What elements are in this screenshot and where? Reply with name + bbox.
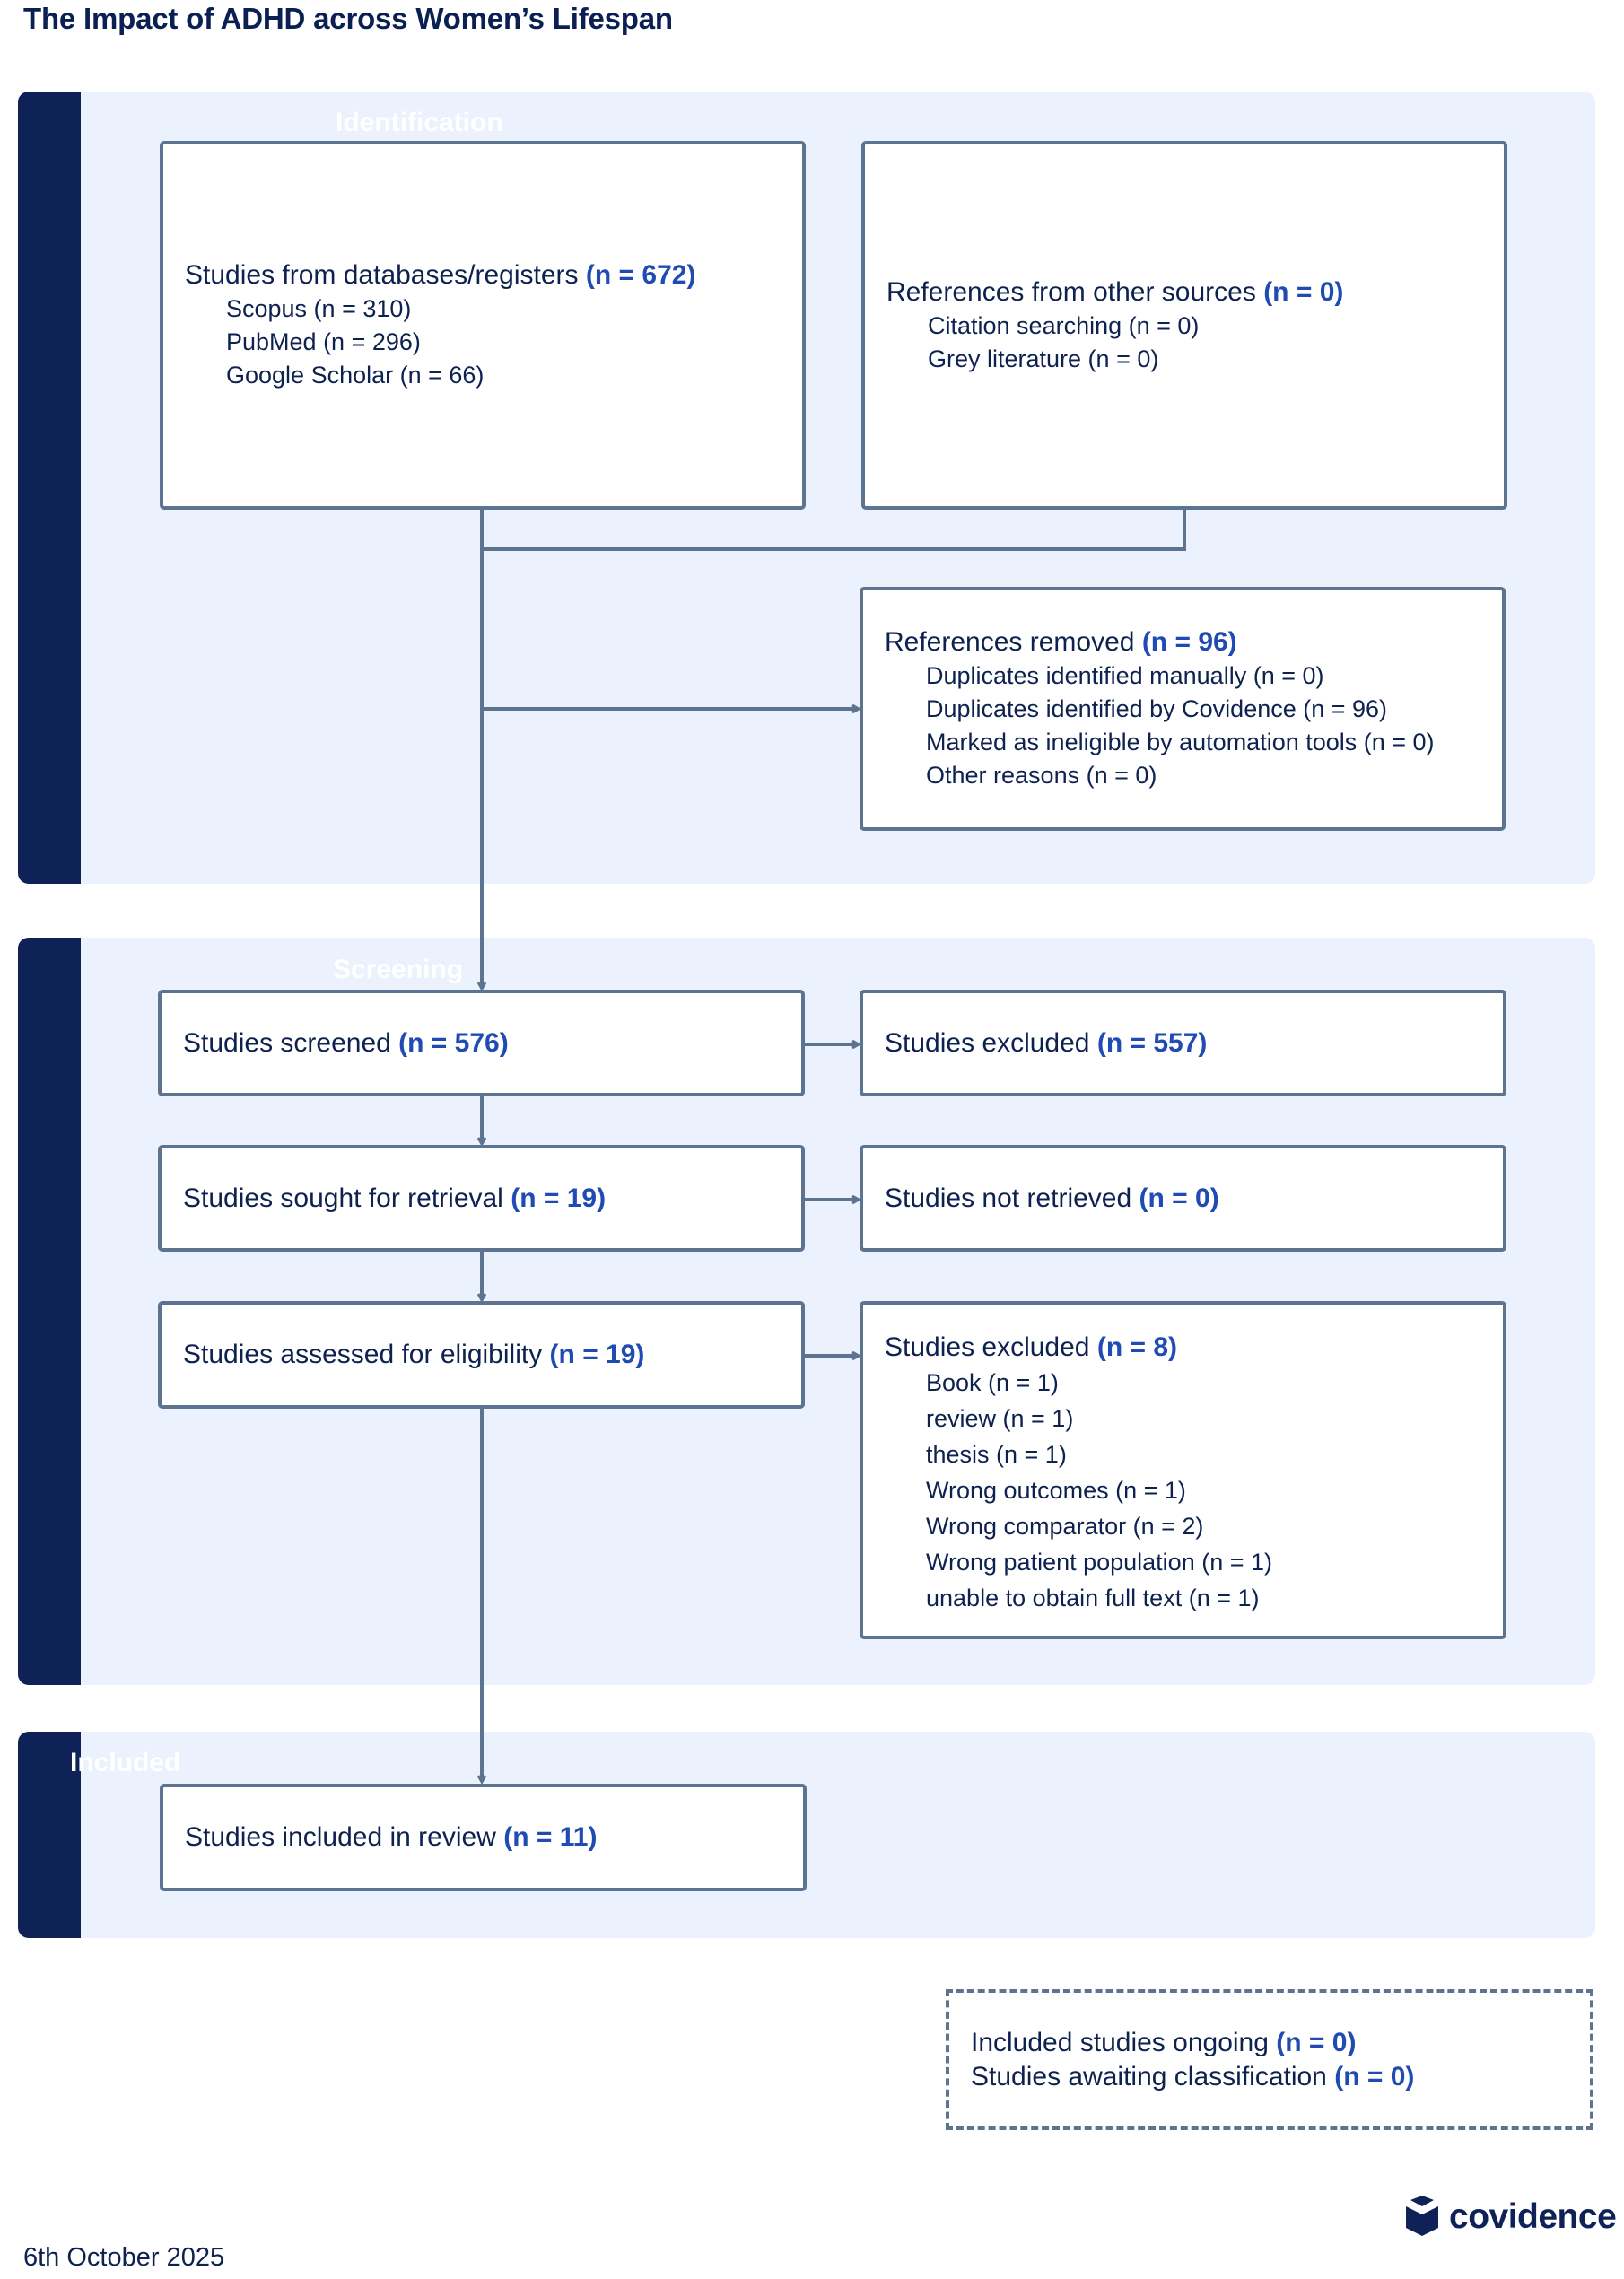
removed-heading: References removed (n = 96) bbox=[885, 625, 1502, 659]
identification-section-bar bbox=[18, 92, 81, 884]
studies-not-retrieved-box: Studies not retrieved (n = 0) bbox=[860, 1145, 1506, 1252]
other-sources-count: (n = 0) bbox=[1263, 276, 1344, 307]
excluded-screen-count: (n = 557) bbox=[1096, 1027, 1208, 1058]
references-removed-box: References removed (n = 96) Duplicates i… bbox=[860, 587, 1506, 831]
assessed-label: Studies assessed for eligibility bbox=[183, 1340, 543, 1369]
included-heading: Studies included in review (n = 11) bbox=[185, 1821, 803, 1855]
page-title: The Impact of ADHD across Women’s Lifesp… bbox=[23, 2, 673, 35]
studies-screened-box: Studies screened (n = 576) bbox=[158, 990, 805, 1096]
ongoing-label: Included studies ongoing bbox=[971, 2027, 1269, 2057]
other-sources-item-grey: Grey literature (n = 0) bbox=[928, 345, 1159, 372]
studies-included-box: Studies included in review (n = 11) bbox=[160, 1784, 807, 1891]
awaiting-line: Studies awaiting classification (n = 0) bbox=[971, 2060, 1590, 2094]
other-sources-heading: References from other sources (n = 0) bbox=[886, 275, 1504, 310]
merge-connector bbox=[480, 508, 1186, 551]
studies-sought-box: Studies sought for retrieval (n = 19) bbox=[158, 1145, 805, 1252]
awaiting-count: (n = 0) bbox=[1334, 2061, 1415, 2091]
identification-section-label: Identification bbox=[336, 108, 503, 137]
excluded-reason-review: review (n = 1) bbox=[926, 1405, 1074, 1432]
excluded-reason-book: Book (n = 1) bbox=[926, 1369, 1059, 1396]
covidence-logo-icon bbox=[1406, 2196, 1438, 2236]
not-retrieved-count: (n = 0) bbox=[1139, 1183, 1219, 1213]
databases-count: (n = 672) bbox=[585, 260, 696, 290]
studies-excluded-screening-box: Studies excluded (n = 557) bbox=[860, 990, 1506, 1096]
excluded-reason-no-full-text: unable to obtain full text (n = 1) bbox=[926, 1585, 1260, 1611]
removed-item-covidence: Duplicates identified by Covidence (n = … bbox=[926, 695, 1388, 722]
databases-item-pubmed: PubMed (n = 296) bbox=[226, 328, 421, 355]
excluded-full-heading: Studies excluded (n = 8) bbox=[885, 1331, 1503, 1365]
sought-label: Studies sought for retrieval bbox=[183, 1183, 503, 1213]
excluded-full-label: Studies excluded bbox=[885, 1332, 1090, 1362]
databases-heading: Studies from databases/registers (n = 67… bbox=[185, 258, 802, 293]
awaiting-label: Studies awaiting classification bbox=[971, 2061, 1327, 2091]
removed-item-manual: Duplicates identified manually (n = 0) bbox=[926, 662, 1324, 689]
covidence-logo-text: covidence bbox=[1449, 2197, 1617, 2236]
included-section-bar bbox=[18, 1732, 81, 1938]
removed-count: (n = 96) bbox=[1141, 627, 1237, 657]
screening-section-label: Screening bbox=[333, 955, 464, 984]
removed-item-other: Other reasons (n = 0) bbox=[926, 762, 1157, 789]
excluded-reason-wrong-population: Wrong patient population (n = 1) bbox=[926, 1549, 1273, 1576]
excluded-reason-wrong-comparator: Wrong comparator (n = 2) bbox=[926, 1513, 1204, 1540]
ongoing-studies-box: Included studies ongoing (n = 0) Studies… bbox=[946, 1989, 1593, 2130]
ongoing-line: Included studies ongoing (n = 0) bbox=[971, 2026, 1590, 2060]
removed-item-automation: Marked as ineligible by automation tools… bbox=[926, 729, 1435, 755]
assessed-heading: Studies assessed for eligibility (n = 19… bbox=[183, 1338, 801, 1372]
included-label: Studies included in review bbox=[185, 1822, 496, 1852]
covidence-logo: covidence bbox=[1402, 2196, 1617, 2239]
removed-label: References removed bbox=[885, 627, 1135, 657]
databases-box: Studies from databases/registers (n = 67… bbox=[160, 141, 806, 510]
databases-item-scopus: Scopus (n = 310) bbox=[226, 295, 412, 322]
databases-item-google-scholar: Google Scholar (n = 66) bbox=[226, 362, 485, 389]
other-sources-label: References from other sources bbox=[886, 276, 1256, 307]
other-sources-item-citation: Citation searching (n = 0) bbox=[928, 311, 1200, 339]
studies-excluded-fulltext-box: Studies excluded (n = 8) Book (n = 1) re… bbox=[860, 1301, 1506, 1639]
sought-count: (n = 19) bbox=[511, 1183, 607, 1213]
ongoing-count: (n = 0) bbox=[1276, 2027, 1357, 2057]
databases-label: Studies from databases/registers bbox=[185, 260, 579, 290]
sought-heading: Studies sought for retrieval (n = 19) bbox=[183, 1182, 801, 1216]
included-count: (n = 11) bbox=[503, 1822, 598, 1852]
excluded-reason-wrong-outcomes: Wrong outcomes (n = 1) bbox=[926, 1477, 1186, 1504]
not-retrieved-heading: Studies not retrieved (n = 0) bbox=[885, 1182, 1503, 1216]
excluded-full-count: (n = 8) bbox=[1096, 1332, 1178, 1362]
screened-heading: Studies screened (n = 576) bbox=[183, 1026, 801, 1061]
not-retrieved-label: Studies not retrieved bbox=[885, 1183, 1132, 1213]
excluded-screen-heading: Studies excluded (n = 557) bbox=[885, 1026, 1503, 1061]
included-section-label: Included bbox=[70, 1748, 181, 1777]
studies-assessed-box: Studies assessed for eligibility (n = 19… bbox=[158, 1301, 805, 1409]
screened-count: (n = 576) bbox=[398, 1027, 509, 1058]
excluded-screen-label: Studies excluded bbox=[885, 1027, 1090, 1058]
excluded-reason-thesis: thesis (n = 1) bbox=[926, 1441, 1067, 1468]
other-sources-box: References from other sources (n = 0) Ci… bbox=[861, 141, 1507, 510]
footer-date: 6th October 2025 bbox=[23, 2243, 225, 2272]
assessed-count: (n = 19) bbox=[549, 1340, 645, 1369]
screened-label: Studies screened bbox=[183, 1027, 391, 1058]
screening-section-bar bbox=[18, 938, 81, 1685]
